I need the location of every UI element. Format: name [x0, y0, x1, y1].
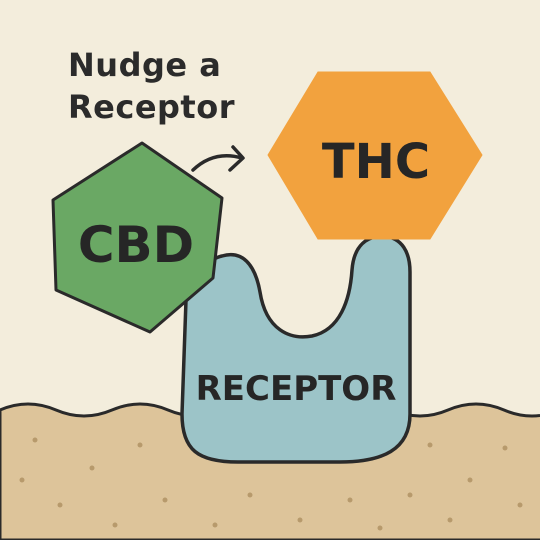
title-line-1: Nudge a: [68, 46, 222, 84]
soil-dots: [19, 437, 523, 531]
cbd-label: CBD: [78, 216, 194, 274]
receptor-shape: [180, 234, 412, 464]
thc-hexagon: [267, 71, 483, 240]
nudge-arrow-icon: [191, 145, 245, 172]
cbd-hexagon: [51, 141, 224, 334]
receptor-label: RECEPTOR: [196, 369, 397, 409]
title-line-2: Receptor: [68, 88, 235, 126]
thc-label: THC: [322, 134, 430, 190]
